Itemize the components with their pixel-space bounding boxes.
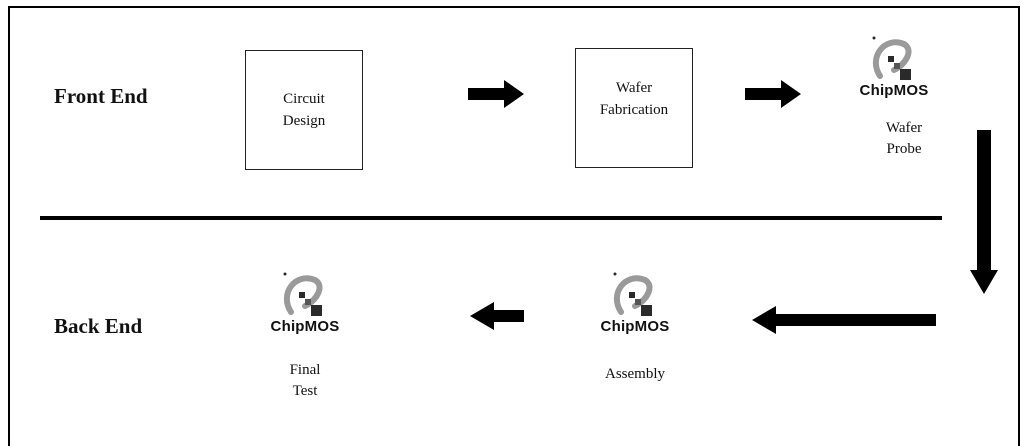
chipmos-logo-wafer-probe: ChipMOS (844, 36, 944, 106)
circuit-design-box: Circuit Design (245, 50, 363, 170)
chipmos-logo-assembly: ChipMOS (585, 272, 685, 342)
arrow-down (970, 130, 998, 294)
arrow-left-long (752, 306, 936, 334)
front-back-divider (40, 216, 942, 220)
wafer-probe-caption: Wafer Probe (885, 120, 923, 157)
diagram-frame (8, 6, 1020, 446)
chipmos-emblem-icon (872, 36, 912, 80)
wafer-fabrication-label: Wafer Fabrication (599, 80, 669, 118)
chipmos-emblem-icon (283, 272, 323, 316)
chipmos-wordmark: ChipMOS (270, 318, 340, 335)
chipmos-logo-final-test: ChipMOS (255, 272, 355, 342)
front-end-label: Front End (54, 84, 148, 108)
chipmos-wordmark: ChipMOS (859, 82, 929, 99)
wafer-fabrication-box: Wafer Fabrication (575, 48, 693, 168)
final-test-caption: Final Test (289, 362, 321, 399)
chipmos-wordmark: ChipMOS (600, 318, 670, 335)
chipmos-emblem-icon (613, 272, 653, 316)
back-end-label: Back End (54, 314, 143, 338)
arrow-right-1 (468, 80, 524, 108)
arrow-right-2 (745, 80, 801, 108)
circuit-design-label: Circuit Design (282, 91, 326, 129)
arrow-left-short (470, 302, 524, 330)
assembly-caption: Assembly (605, 366, 665, 382)
